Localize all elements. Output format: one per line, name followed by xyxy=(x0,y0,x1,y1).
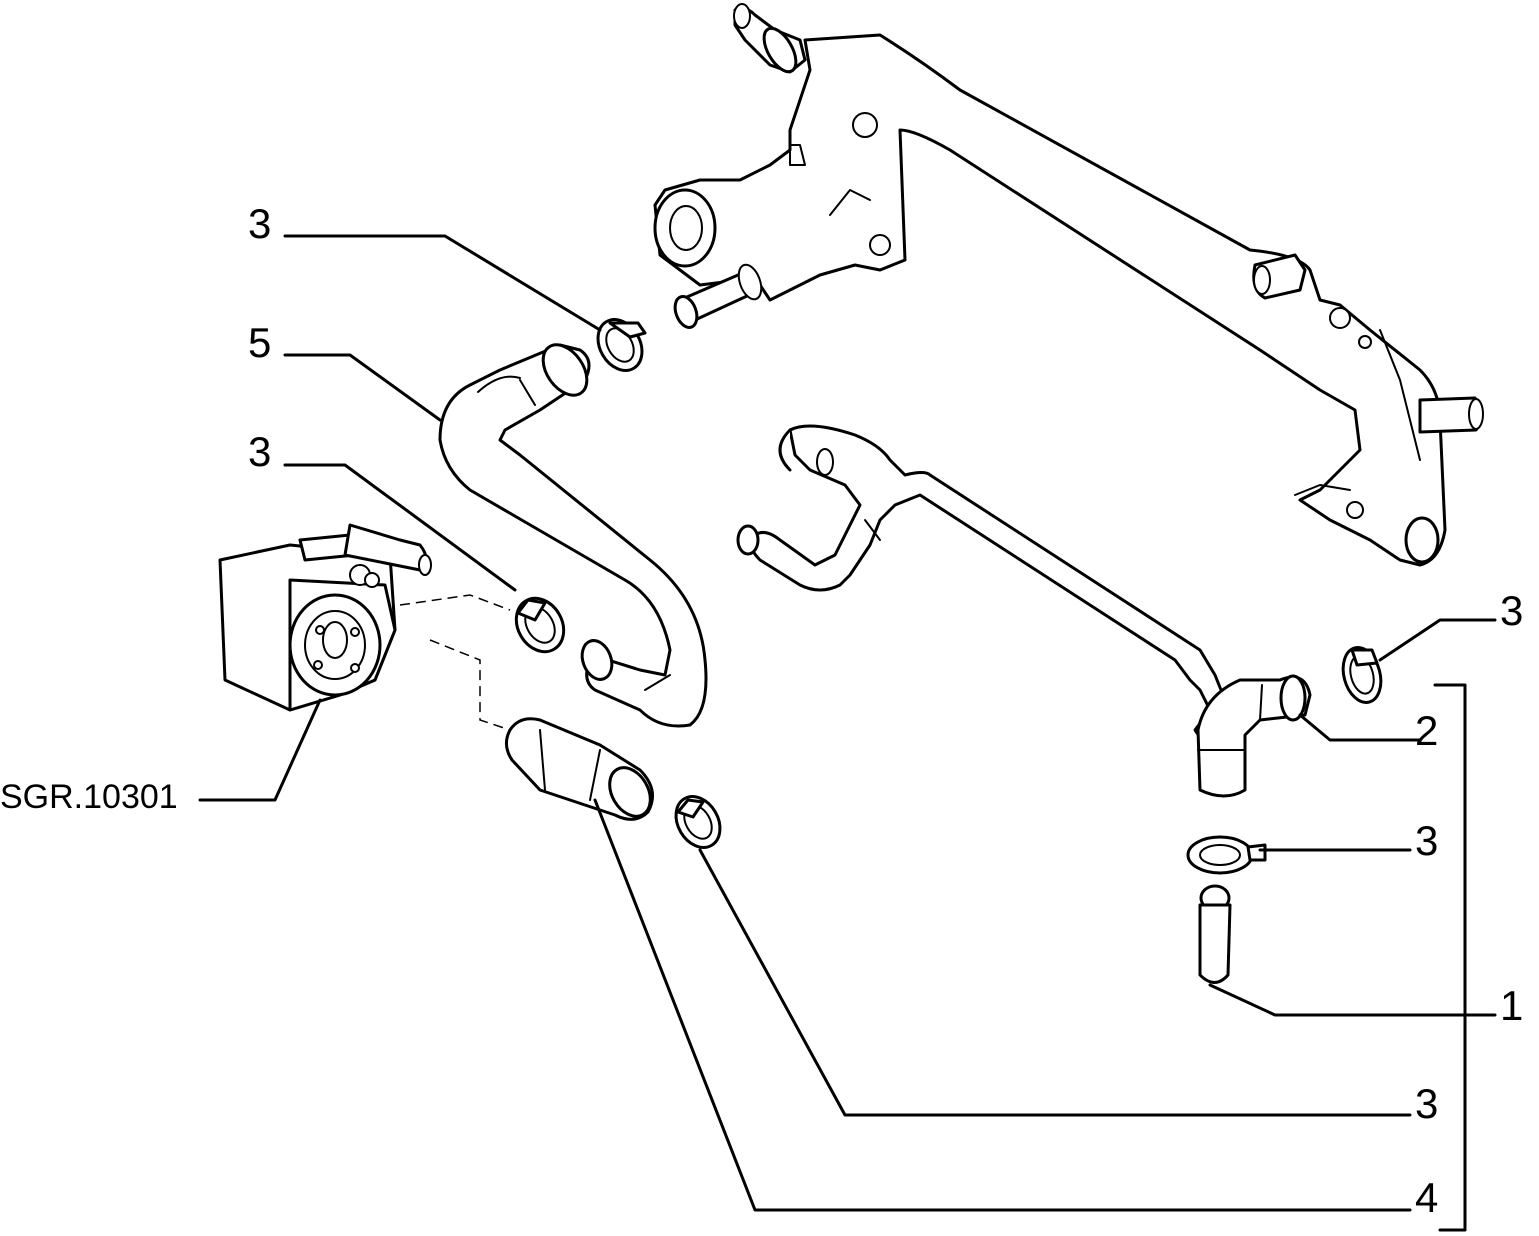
hose-clamp-icon xyxy=(1341,646,1383,704)
callout-3: 3 xyxy=(1500,587,1523,634)
coolant-manifold-icon xyxy=(653,3,1484,567)
hose-clamp-icon xyxy=(596,318,647,372)
leader-lines xyxy=(198,234,1497,1232)
callout-5: 5 xyxy=(248,319,271,366)
callout-3: 3 xyxy=(1415,817,1438,864)
pipe-1-icon xyxy=(736,424,1232,984)
callout-2: 2 xyxy=(1415,707,1438,754)
group-bracket xyxy=(1433,683,1467,1232)
elbow-hose-2-icon xyxy=(1196,674,1312,798)
callout-4: 4 xyxy=(1415,1174,1438,1221)
callout-3: 3 xyxy=(1415,1080,1438,1127)
callout-reference: SGR.10301 xyxy=(0,778,178,816)
hose-clamp-icon xyxy=(514,596,566,654)
hose-clamp-icon xyxy=(674,795,722,849)
callout-1: 1 xyxy=(1500,982,1523,1029)
assembly-guide-line xyxy=(429,639,511,731)
hose-4-icon xyxy=(505,717,654,821)
oil-cooler-icon xyxy=(218,523,432,712)
hose-clamp-icon xyxy=(1186,835,1267,875)
assembly-guide-line xyxy=(399,594,511,611)
callout-3: 3 xyxy=(248,200,271,247)
callout-3: 3 xyxy=(248,428,271,475)
hose-5-icon xyxy=(438,343,708,728)
